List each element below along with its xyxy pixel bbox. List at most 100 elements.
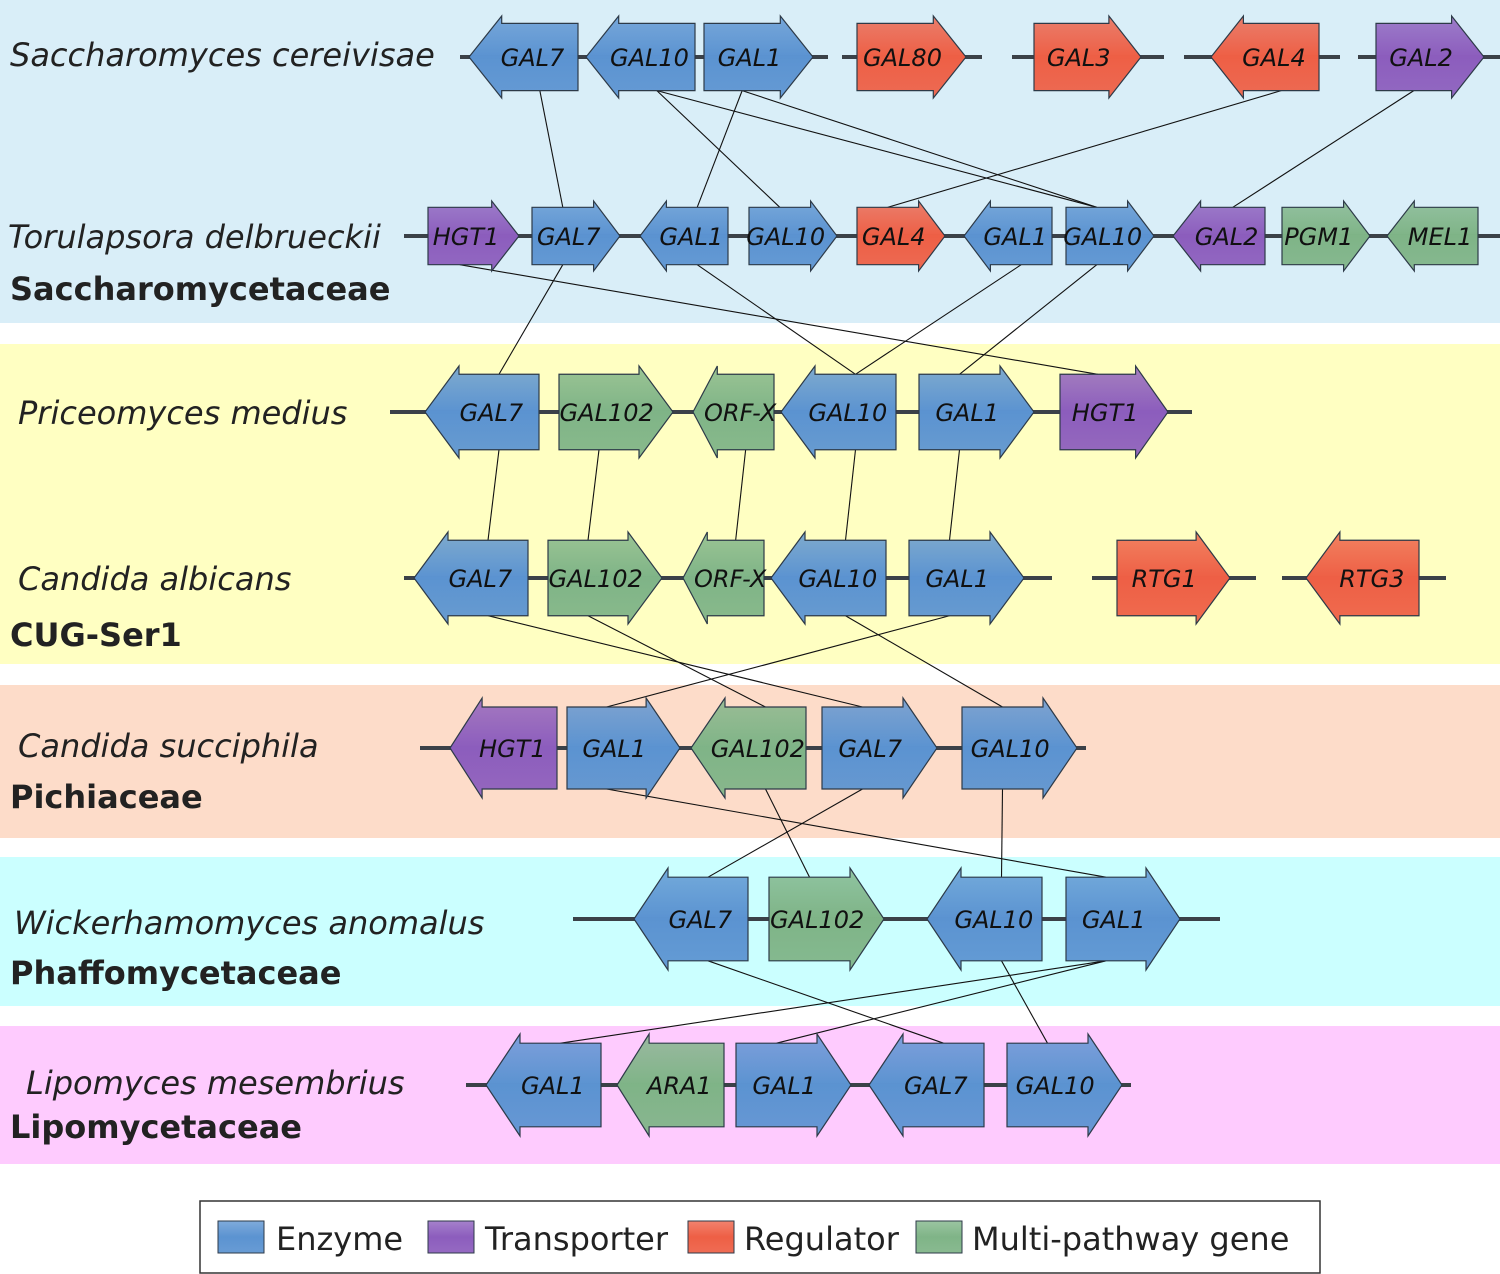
gene-label: GAL1 xyxy=(582,735,646,763)
species-label-candida-succiphila: Candida succiphila xyxy=(18,727,319,765)
gene-arrow-regulator xyxy=(1305,530,1420,626)
gene-gal10-torulapsora-delbrueckii: GAL10 xyxy=(1063,199,1155,273)
gene-gal2-saccharomyces-cereivisae: GAL2 xyxy=(1375,14,1485,100)
gene-gal1-priceomyces-medius: GAL1 xyxy=(918,364,1035,460)
gene-label: ORF-X xyxy=(694,565,767,593)
family-label-lipomycetaceae: Lipomycetaceae xyxy=(10,1108,302,1146)
gene-label: GAL102 xyxy=(549,565,643,593)
gene-gal2-torulapsora-delbrueckii: GAL2 xyxy=(1172,199,1266,273)
legend-swatch-enzyme xyxy=(217,1220,265,1254)
gene-gal3-saccharomyces-cereivisae: GAL3 xyxy=(1033,14,1142,100)
gene-arrow-transporter xyxy=(1059,364,1169,460)
gene-label: RTG3 xyxy=(1339,565,1404,593)
family-label-pichiaceae: Pichiaceae xyxy=(10,778,203,816)
gene-mel1-torulapsora-delbrueckii: MEL1 xyxy=(1386,199,1479,273)
gene-orf-x-priceomyces-medius: ORF-X xyxy=(692,365,777,459)
legend-label-transporter: Transporter xyxy=(484,1220,669,1258)
gene-arrow-enzyme xyxy=(1006,1032,1123,1138)
gene-gal7-saccharomyces-cereivisae: GAL7 xyxy=(468,14,579,100)
gene-arrow-enzyme xyxy=(735,1032,852,1138)
legend-swatch-regulator xyxy=(687,1220,735,1254)
gene-label: GAL102 xyxy=(770,906,864,934)
gene-label: MEL1 xyxy=(1408,223,1473,251)
gene-arrow-transporter xyxy=(449,695,558,801)
gene-gal80-saccharomyces-cereivisae: GAL80 xyxy=(856,14,967,100)
gene-gal102-wickerhamomyces-anomalus: GAL102 xyxy=(768,866,885,972)
gene-label: GAL1 xyxy=(718,44,782,72)
ortholog-link-gal1 xyxy=(560,960,1107,1044)
gene-arrow-enzyme xyxy=(770,530,887,626)
ortholog-link-gal1 xyxy=(855,264,1022,375)
ortholog-link-gal2 xyxy=(1232,90,1415,208)
gene-label: GAL1 xyxy=(925,565,989,593)
gene-gal10-candida-succiphila: GAL10 xyxy=(961,696,1078,800)
gene-label: PGM1 xyxy=(1284,223,1353,251)
gene-arrow-enzyme xyxy=(703,14,814,100)
ortholog-link-gal7 xyxy=(539,90,564,208)
gene-arrow-enzyme xyxy=(1065,199,1155,273)
species-label-saccharomyces-cereivisae: Saccharomyces cereivisae xyxy=(10,36,435,74)
gene-label: GAL10 xyxy=(610,44,689,72)
gene-ara1-lipomyces-mesembrius: ARA1 xyxy=(616,1031,725,1139)
gene-label: GAL2 xyxy=(1195,223,1259,251)
ortholog-link-gal7 xyxy=(487,615,863,708)
gene-label: GAL10 xyxy=(746,223,825,251)
gene-arrow-enzyme xyxy=(633,866,749,972)
gene-gal7-priceomyces-medius: GAL7 xyxy=(424,364,540,460)
family-label-saccharomycetaceae: Saccharomycetaceae xyxy=(10,270,390,308)
gene-gal1-lipomyces-mesembrius: GAL1 xyxy=(735,1032,852,1138)
species-labels: SaccharomycetaceaeCUG-Ser1PichiaceaePhaf… xyxy=(8,36,484,1146)
gene-label: GAL7 xyxy=(904,1072,968,1100)
gene-hgt1-candida-succiphila: HGT1 xyxy=(449,695,558,801)
gene-gal10-wickerhamomyces-anomalus: GAL10 xyxy=(926,866,1043,972)
ortholog-link-orf-x xyxy=(735,449,747,541)
gene-arrow-regulator xyxy=(1210,14,1320,100)
gene-arrow-multi xyxy=(690,696,807,800)
gene-arrow-enzyme xyxy=(961,696,1078,800)
ortholog-link-gal1 xyxy=(741,90,1097,208)
gene-arrow-transporter xyxy=(1172,199,1266,273)
gene-arrow-regulator xyxy=(856,199,946,273)
gene-arrow-regulator xyxy=(1033,14,1142,100)
gene-label: GAL4 xyxy=(1242,44,1306,72)
gene-label: GAL80 xyxy=(863,44,942,72)
gene-label: HGT1 xyxy=(433,223,500,251)
gene-arrow-enzyme xyxy=(424,364,540,460)
gene-arrow-enzyme xyxy=(1065,866,1181,972)
gene-label: GAL7 xyxy=(449,565,513,593)
gene-label: GAL1 xyxy=(659,223,723,251)
legend-label-enzyme: Enzyme xyxy=(276,1220,403,1258)
gene-arrow-enzyme xyxy=(585,14,696,100)
legend-swatch-transporter xyxy=(427,1220,475,1254)
gene-label: ARA1 xyxy=(645,1072,712,1100)
gene-label: GAL102 xyxy=(711,735,805,763)
gene-label: ORF-X xyxy=(704,399,777,427)
gene-arrow-enzyme xyxy=(780,364,897,460)
gene-arrow-enzyme xyxy=(926,866,1043,972)
gene-arrow-enzyme xyxy=(413,530,529,626)
gene-arrow-enzyme xyxy=(908,530,1025,626)
legend-frame xyxy=(199,1200,1321,1274)
ortholog-link-gal102 xyxy=(587,615,766,708)
gene-label: GAL7 xyxy=(537,223,601,251)
gene-label: GAL10 xyxy=(954,906,1033,934)
gene-gal4-torulapsora-delbrueckii: GAL4 xyxy=(856,199,946,273)
gene-arrow-multi xyxy=(768,866,885,972)
gene-arrow-multi xyxy=(616,1031,725,1139)
ortholog-link-gal1 xyxy=(606,615,950,708)
gene-hgt1-priceomyces-medius: HGT1 xyxy=(1059,364,1169,460)
gene-gal7-wickerhamomyces-anomalus: GAL7 xyxy=(633,866,749,972)
gene-arrow-enzyme xyxy=(821,696,938,800)
gene-label: GAL10 xyxy=(1063,223,1142,251)
ortholog-link-gal10 xyxy=(656,90,781,208)
gene-label: RTG1 xyxy=(1132,565,1197,593)
ortholog-link-gal7 xyxy=(707,960,944,1044)
gene-label: HGT1 xyxy=(1072,399,1139,427)
gene-gal10-candida-albicans: GAL10 xyxy=(770,530,887,626)
gene-label: GAL102 xyxy=(560,399,654,427)
gene-gal1-lipomyces-mesembrius: GAL1 xyxy=(485,1032,602,1138)
family-label-phaffomycetaceae: Phaffomycetaceae xyxy=(10,954,341,992)
gene-pgm1-torulapsora-delbrueckii: PGM1 xyxy=(1281,199,1371,273)
